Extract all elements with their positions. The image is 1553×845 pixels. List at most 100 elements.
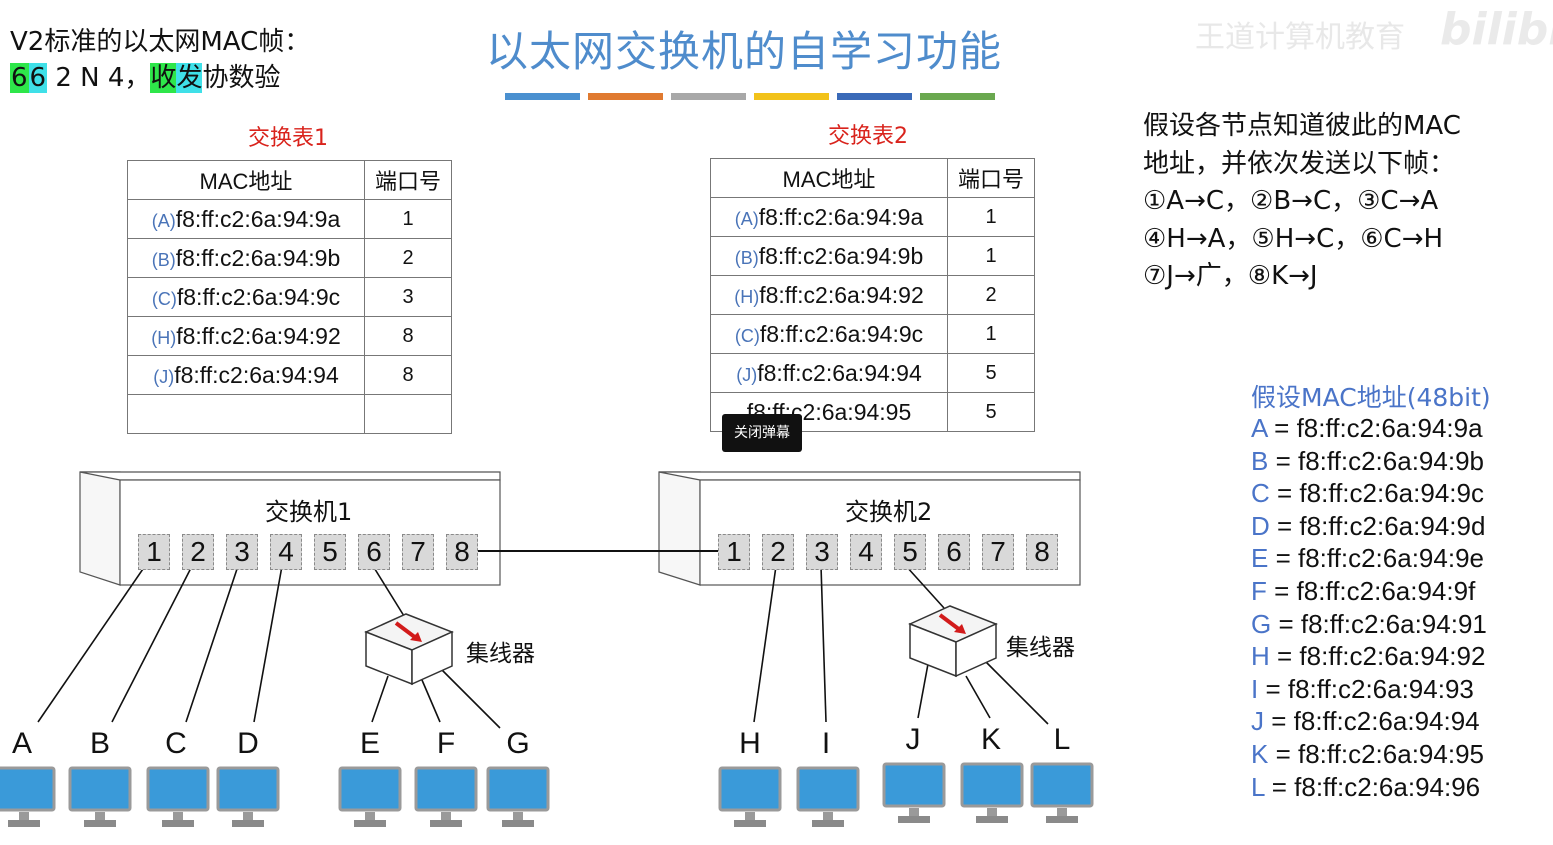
assumption-text: 假设各节点知道彼此的MAC 地址，并依次发送以下帧： ①A→C，②B→C，③C→… (1143, 108, 1461, 296)
host-tag: (A) (734, 208, 759, 229)
bilibili-logo: bilibili (1440, 4, 1553, 55)
host-key: F (1251, 575, 1267, 606)
node-label-l: L (1053, 723, 1071, 756)
color-bar-segment (588, 93, 663, 100)
hub-1 (364, 612, 454, 686)
switch2-port-5: 5 (894, 534, 926, 570)
computer-e-icon (338, 766, 402, 829)
host-key: J (1251, 706, 1264, 737)
mac-list-item: H = f8:ff:c2:6a:94:92 (1251, 640, 1487, 673)
switch1-label: 交换机1 (265, 498, 353, 526)
equals-sign: = (1268, 543, 1298, 574)
node-label-a: A (11, 727, 32, 760)
page-title: 以太网交换机的自学习功能 (486, 27, 1003, 76)
host-mac: f8:ff:c2:6a:94:9e (1297, 543, 1484, 574)
node-label-k: K (980, 723, 1001, 756)
mac-cell: (C)f8:ff:c2:6a:94:9c (710, 314, 948, 354)
host-tag: (C) (734, 325, 760, 346)
assume-line1: 假设各节点知道彼此的MAC (1143, 111, 1461, 141)
computer-d-icon (216, 766, 280, 829)
note-dest-len: 6 (10, 63, 29, 93)
switch2-port-8: 8 (1026, 534, 1058, 570)
table1-header-port: 端口号 (364, 160, 452, 200)
host-key: A (1251, 413, 1267, 443)
host-mac: f8:ff:c2:6a:94:95 (1297, 738, 1484, 769)
host-mac: f8:ff:c2:6a:94:9c (1299, 478, 1484, 509)
frame-format-note: V2标准的以太网MAC帧： 66 2 N 4，收发协数验 (10, 24, 310, 96)
port-cell: 8 (364, 316, 452, 356)
mac-list-item: B = f8:ff:c2:6a:94:9b (1251, 445, 1487, 478)
switch1-port-4: 4 (270, 534, 302, 570)
note-line1: V2标准的以太网MAC帧： (10, 27, 311, 57)
note-rest: 2 N 4， (47, 63, 151, 93)
switch1-port-3: 3 (226, 534, 258, 570)
mac-cell: (J)f8:ff:c2:6a:94:94 (710, 353, 948, 393)
mac-cell: (H)f8:ff:c2:6a:94:92 (710, 275, 948, 315)
host-key: K (1251, 738, 1269, 769)
mac-list-item: K = f8:ff:c2:6a:94:95 (1251, 738, 1487, 771)
note-src-len: 6 (28, 63, 48, 93)
table2-header-port: 端口号 (947, 158, 1035, 198)
equals-sign: = (1271, 608, 1301, 639)
mac-list-item: G = f8:ff:c2:6a:94:91 (1251, 608, 1487, 641)
switch1-port-2: 2 (182, 534, 214, 570)
node-label-g: G (506, 727, 530, 760)
hub1-label: 集线器 (466, 641, 535, 667)
node-label-i: I (821, 727, 831, 760)
computer-c-icon (146, 766, 210, 829)
port-cell: 1 (947, 236, 1035, 276)
mac-list-item: L = f8:ff:c2:6a:94:96 (1251, 771, 1487, 804)
host-tag: (A) (151, 210, 176, 231)
switch2-port-1: 1 (718, 534, 750, 570)
switch1-port-5: 5 (314, 534, 346, 570)
computer-a-icon (0, 766, 56, 829)
mac-address: f8:ff:c2:6a:94:9b (758, 242, 924, 269)
mac-cell (127, 394, 365, 434)
host-key: H (1251, 641, 1270, 672)
host-tag: (H) (734, 286, 760, 307)
mac-cell: (B)f8:ff:c2:6a:94:9b (127, 238, 365, 278)
mac-cell: (J)f8:ff:c2:6a:94:94 (127, 355, 365, 395)
equals-sign: = (1268, 738, 1298, 769)
mac-address: f8:ff:c2:6a:94:94 (757, 359, 922, 386)
equals-sign: = (1266, 575, 1297, 606)
mac-cell: (C)f8:ff:c2:6a:94:9c (127, 277, 365, 317)
node-label-d: D (237, 727, 259, 760)
color-bar-segment (754, 93, 829, 100)
mac-list-item: D = f8:ff:c2:6a:94:9d (1251, 510, 1487, 543)
mac-address: f8:ff:c2:6a:94:9a (758, 203, 924, 230)
mac-address: f8:ff:c2:6a:94:9c (759, 320, 924, 347)
host-tag: (B) (151, 249, 176, 270)
node-label-b: B (89, 727, 110, 760)
port-cell: 1 (947, 314, 1035, 354)
hub-2 (908, 604, 998, 678)
switch1-cables (37, 565, 501, 729)
assume-line3: ①A→C，②B→C，③C→A (1143, 186, 1439, 216)
equals-sign: = (1264, 771, 1295, 802)
host-mac: f8:ff:c2:6a:94:93 (1287, 673, 1474, 704)
close-danmaku-button[interactable]: 关闭弹幕 (722, 414, 802, 452)
computer-k-icon (960, 762, 1024, 825)
note-w2: 发 (176, 63, 203, 93)
watermark: 王道计算机教育 (1195, 20, 1405, 55)
table2-header-mac: MAC地址 (710, 158, 948, 198)
node-label-j: J (905, 723, 921, 756)
node-label-h: H (739, 727, 761, 760)
host-key: G (1251, 608, 1272, 639)
mac-address: f8:ff:c2:6a:94:92 (759, 281, 924, 308)
equals-sign: = (1269, 478, 1300, 509)
port-cell: 1 (364, 199, 452, 239)
host-key: E (1251, 543, 1269, 574)
equals-sign: = (1266, 413, 1297, 443)
computer-h-icon (718, 766, 782, 829)
node-label-e: E (359, 727, 380, 760)
computer-f-icon (414, 766, 478, 829)
